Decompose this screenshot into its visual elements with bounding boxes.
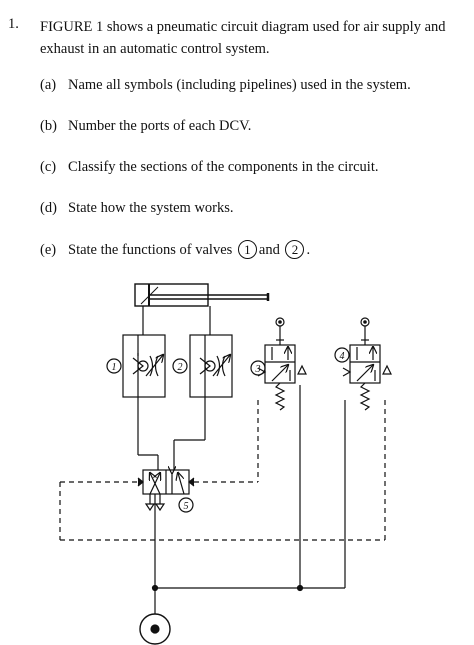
pilot-lines [59,400,386,541]
roller-valve-3 [257,317,307,411]
part-text: State the functions of valves [68,242,233,258]
part-text: Name all symbols (including pipelines) u… [68,77,411,93]
part-d: (d) State how the system works. [40,200,234,217]
part-label: (a) [40,77,57,93]
part-b: (b) Number the ports of each DCV. [40,118,251,135]
roller-valve-4 [342,317,392,411]
part-text-suffix: . [306,242,311,258]
main-dcv-5 [137,470,195,588]
svg-text:3: 3 [255,364,261,375]
part-text: State how the system works. [68,200,234,216]
svg-text:2: 2 [178,362,183,373]
cylinder [134,283,270,307]
part-c: (c) Classify the sections of the componen… [40,159,378,176]
part-label: (d) [40,200,57,216]
part-text-joiner: and [258,242,280,258]
part-text: Number the ports of each DCV. [68,118,252,134]
component-label-2: 2 [172,358,188,374]
flow-control-valve-1 [122,334,166,398]
part-a: (a) Name all symbols (including pipelines… [40,77,411,94]
part-label: (b) [40,118,57,134]
component-label-1: 1 [106,358,122,374]
compressor-source [139,613,171,645]
question-number: 1. [8,16,19,32]
svg-text:4: 4 [340,351,345,362]
svg-text:5: 5 [184,501,189,512]
working-lines [137,306,211,470]
svg-text:1: 1 [112,362,117,373]
component-label-5: 5 [178,497,194,513]
part-label: (c) [40,159,57,175]
valve-ref-circle: 1 [237,240,257,259]
component-label-4: 4 [334,347,350,363]
supply-lines [151,385,346,614]
part-text: Classify the sections of the components … [68,159,379,175]
flow-control-valve-2 [189,334,233,398]
question-stem: FIGURE 1 shows a pneumatic circuit diagr… [40,19,446,57]
part-label: (e) [40,242,57,258]
valve-ref-circle: 2 [285,240,305,259]
